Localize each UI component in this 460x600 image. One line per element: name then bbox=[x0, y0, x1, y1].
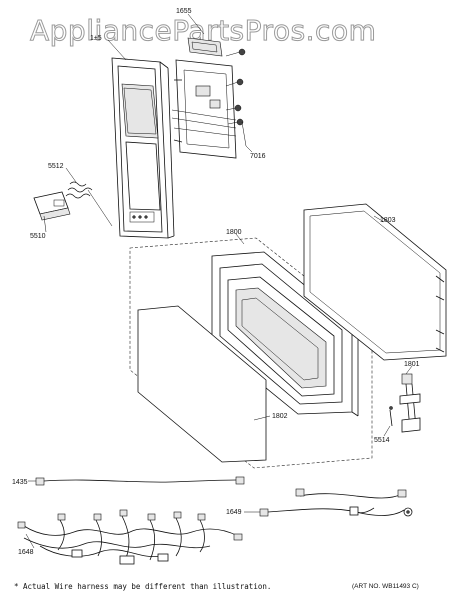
part-label-1649: 1649 bbox=[226, 509, 242, 516]
part-label-1801: 1801 bbox=[404, 361, 420, 368]
art-number: (ART NO. WB11493 C) bbox=[352, 583, 419, 590]
part-label-1648: 1648 bbox=[18, 549, 34, 556]
control-board-bracket[interactable] bbox=[171, 37, 237, 159]
part-label-1802: 1802 bbox=[272, 413, 288, 420]
control-panel[interactable] bbox=[111, 57, 175, 239]
door-choke-frame[interactable] bbox=[303, 203, 447, 361]
wire-harness-1649[interactable] bbox=[259, 488, 413, 517]
part-label-5514: 5514 bbox=[374, 437, 390, 444]
part-label-1xx5: 1±5 bbox=[90, 35, 102, 42]
door-hinge[interactable] bbox=[389, 373, 421, 433]
door-assembly-outline bbox=[129, 237, 373, 469]
part-labels: 1655 1±5 7016 5512 5510 1800 1803 1801 5… bbox=[12, 8, 420, 556]
door-latch[interactable] bbox=[33, 181, 113, 227]
screw-group bbox=[225, 48, 247, 147]
door-frame[interactable] bbox=[211, 251, 359, 417]
part-label-5512: 5512 bbox=[48, 163, 64, 170]
door-window-panel[interactable] bbox=[137, 305, 267, 463]
part-label-1800: 1800 bbox=[226, 229, 242, 236]
footnote: * Actual Wire harness may be different t… bbox=[14, 582, 272, 591]
part-label-1435: 1435 bbox=[12, 479, 28, 486]
wire-harness-1435[interactable] bbox=[35, 476, 245, 486]
part-label-7016: 7016 bbox=[250, 153, 266, 160]
leader-lines bbox=[25, 13, 413, 549]
wire-harness-1648[interactable] bbox=[17, 509, 243, 565]
part-label-5510: 5510 bbox=[30, 233, 46, 240]
part-label-1655: 1655 bbox=[176, 8, 192, 15]
part-label-1803: 1803 bbox=[380, 217, 396, 224]
